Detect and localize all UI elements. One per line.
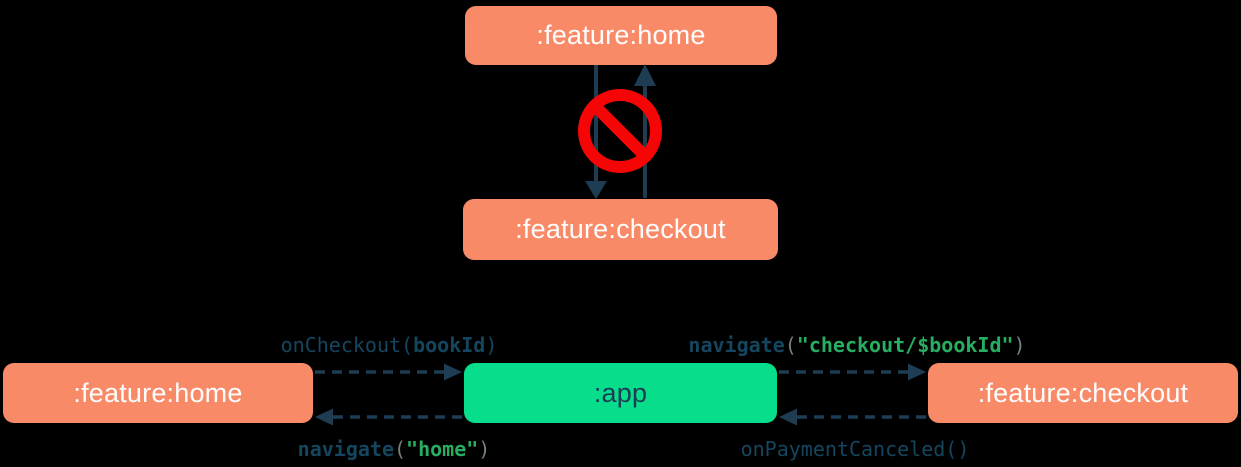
code-fn: onCheckout [280,333,402,357]
label-navigate-home: navigate("home") [298,439,491,459]
bottom-feature-home-label: :feature:home [73,377,243,408]
code-string: "checkout/$bookId" [796,333,1014,357]
label-navigate-checkout: navigate("checkout/$bookId") [688,335,1025,355]
label-onpaymentcanceled: onPaymentCanceled() [741,439,970,459]
arrow-app-to-checkout [779,363,926,381]
label-oncheckout: onCheckout(bookId) [281,335,498,355]
arrow-home-to-checkout [585,65,607,199]
arrow-home-to-app [315,363,462,381]
top-feature-home-label: :feature:home [536,20,706,50]
code-paren: ( [393,437,407,461]
top-feature-checkout-label: :feature:checkout [515,214,726,244]
code-paren: () [945,437,970,461]
code-fn: navigate [297,437,394,461]
code-fn: navigate [688,333,785,357]
bottom-feature-checkout-box: :feature:checkout [928,363,1238,423]
arrow-checkout-to-home [634,64,656,198]
arrow-checkout-to-app [779,408,926,426]
code-string: "home" [406,437,479,461]
top-feature-checkout-box: :feature:checkout [463,199,778,260]
code-paren: ( [784,333,797,357]
top-feature-home-box: :feature:home [465,6,777,65]
bottom-feature-checkout-label: :feature:checkout [977,377,1189,408]
code-paren: ) [485,333,498,357]
prohibition-icon [578,89,662,173]
bottom-feature-home-box: :feature:home [3,363,313,423]
code-paren: ) [1013,333,1026,357]
code-paren: ) [478,437,491,461]
code-fn: onPaymentCanceled [740,437,946,461]
code-arg: bookId [413,333,486,357]
code-paren: ( [401,333,414,357]
arrow-app-to-home [315,408,462,426]
app-box-label: :app [593,377,648,408]
app-box: :app [464,363,777,423]
